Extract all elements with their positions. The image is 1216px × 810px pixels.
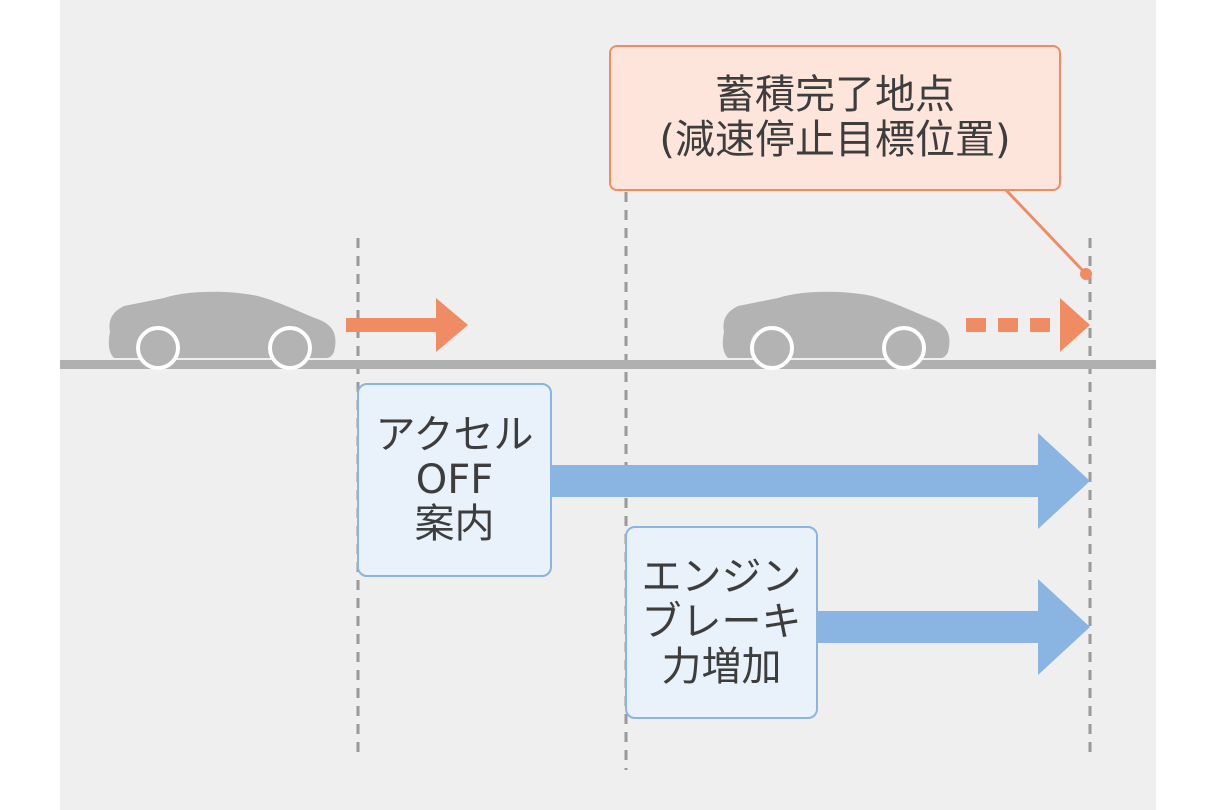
engine-brake-arrow — [818, 579, 1090, 675]
engine-box-line-2: ブレーキ — [641, 599, 802, 646]
engine-brake-box: エンジン ブレーキ 力増加 — [625, 526, 818, 719]
target-position-callout: 蓄積完了地点 (減速停止目標位置) — [609, 45, 1061, 191]
car-icon — [106, 289, 338, 370]
accel-box-line-1: アクセル — [375, 411, 534, 458]
road-line — [60, 360, 1156, 369]
callout-leader — [1004, 188, 1092, 280]
accel-box-line-2: OFF — [415, 456, 494, 503]
accel-off-guidance-box: アクセル OFF 案内 — [357, 383, 552, 577]
accel-off-arrow — [552, 433, 1090, 529]
callout-line-2: (減速停止目標位置) — [659, 117, 1011, 163]
engine-box-line-1: エンジン — [641, 554, 802, 601]
engine-box-line-3: 力増加 — [661, 643, 782, 690]
callout-line-1: 蓄積完了地点 — [715, 72, 955, 119]
dotted-arrow-right-icon — [966, 298, 1090, 352]
arrow-right-icon — [346, 298, 468, 352]
car-icon — [720, 289, 952, 370]
accel-box-line-3: 案内 — [414, 501, 495, 548]
